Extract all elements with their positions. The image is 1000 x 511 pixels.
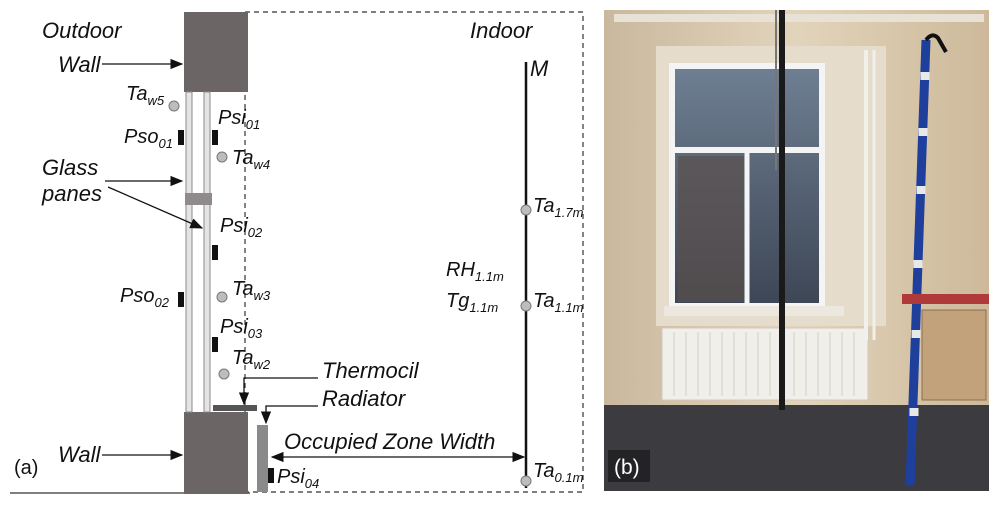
- label-psi03: Psi03: [220, 316, 263, 341]
- wall-top-block: [184, 12, 248, 92]
- photo-basket: [921, 309, 987, 401]
- thermocil: [213, 405, 257, 411]
- arrow-glass-2: [107, 186, 204, 229]
- photo-radiator: [661, 327, 869, 401]
- panel-b-label-box: [608, 450, 650, 482]
- photo-carpet: [604, 405, 989, 491]
- wall-top-label: Wall: [58, 52, 101, 77]
- panel-a-label: (a): [14, 457, 38, 479]
- sensor-point-taw3: [216, 291, 228, 303]
- room-photo: (b): [604, 10, 989, 491]
- wall-bottom-block: [184, 412, 248, 494]
- glass-label-2: panes: [41, 181, 102, 206]
- outdoor-label: Outdoor: [42, 18, 123, 43]
- sensor-point-taw2: [218, 368, 230, 380]
- photo-window-sill: [664, 306, 844, 316]
- sensor-point-taw4: [216, 151, 228, 163]
- wall-bottom-label: Wall: [58, 442, 101, 467]
- sensor-point-ta17: [520, 204, 532, 216]
- panel-b-label: (b): [614, 456, 640, 479]
- label-tg11: Tg1.1m: [446, 290, 498, 315]
- occupied-zone-label: Occupied Zone Width: [284, 429, 495, 454]
- pane-spacer: [185, 193, 212, 205]
- mast-label: M: [530, 56, 549, 81]
- radiator-label: Radiator: [322, 386, 407, 411]
- arrow-thermocil: [238, 377, 318, 406]
- glass-pane-outer: [185, 91, 193, 413]
- sensor-point-taw5: [168, 100, 180, 112]
- thermocil-label: Thermocil: [322, 358, 420, 383]
- sensor-block-pso01: [178, 130, 184, 145]
- radiator: [257, 425, 268, 492]
- sensor-block-pso02: [178, 292, 184, 307]
- sensor-markers: [168, 100, 274, 483]
- room-boundary: [244, 11, 584, 493]
- label-rh11: RH1.1m: [446, 259, 504, 284]
- glass-label-1: Glass: [42, 155, 98, 180]
- photo-mast-top: [924, 33, 948, 53]
- label-psi04: Psi04: [277, 466, 319, 491]
- sensor-block-psi03: [212, 337, 218, 352]
- label-pso02: Pso02: [120, 285, 170, 310]
- label-taw4: Taw4: [232, 147, 270, 172]
- label-psi02: Psi02: [220, 215, 263, 240]
- photo-mast-tape: [909, 72, 930, 416]
- arrow-radiator: [260, 405, 318, 425]
- window-schematic: Outdoor Indoor Wall Wall Glass panes The…: [10, 11, 584, 494]
- sensor-block-psi04: [268, 468, 274, 483]
- sensor-point-ta01: [520, 475, 532, 487]
- label-ta11: Ta1.1m: [533, 290, 584, 315]
- label-pso01: Pso01: [124, 126, 173, 151]
- photo-shelf: [902, 294, 989, 304]
- photo-window-interior: [678, 156, 744, 302]
- label-taw2: Taw2: [232, 347, 271, 372]
- sensor-block-psi02: [212, 245, 218, 260]
- label-psi01: Psi01: [218, 107, 260, 132]
- label-ta17: Ta1.7m: [533, 195, 584, 220]
- sensor-block-psi01: [212, 130, 218, 145]
- label-taw5: Taw5: [126, 83, 165, 108]
- label-ta01: Ta0.1m: [533, 460, 584, 485]
- label-taw3: Taw3: [232, 278, 271, 303]
- glass-pane-inner: [203, 91, 211, 413]
- photo-ceiling-rail: [614, 14, 984, 22]
- sensor-point-ta11: [520, 300, 532, 312]
- indoor-label: Indoor: [470, 18, 534, 43]
